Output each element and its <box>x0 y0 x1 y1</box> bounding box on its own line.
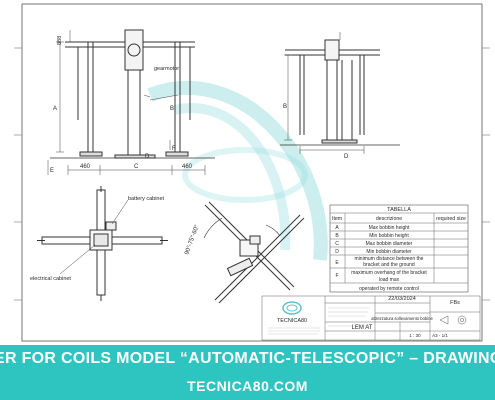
tabella-row-desc: Min bobbin diameter <box>366 249 412 255</box>
title-block-scale: 1 : 30 <box>409 333 421 338</box>
title-block-product: attrezzatura sollevamento bobine <box>371 316 433 321</box>
zone-ticks <box>14 47 490 301</box>
technical-drawing-sheet: gearmotor 888 A B C D E F 460 460 B D <box>0 0 495 345</box>
tabella-row-item: F <box>335 273 338 279</box>
title-block-date: 22/03/2024 <box>388 296 416 302</box>
title-block-lines <box>268 307 370 335</box>
sheet-border <box>21 3 483 342</box>
tabella-row-desc: load max <box>379 277 400 283</box>
angle-label: 90°-75°-60° <box>184 224 201 256</box>
watermark-logo <box>147 80 328 261</box>
tabella-row-desc: Max bobbin diameter <box>366 241 413 247</box>
caption-title: ER FOR COILS MODEL “AUTOMATIC-TELESCOPIC… <box>0 350 495 367</box>
caption-site[interactable]: TECNICA80.COM <box>187 378 308 394</box>
tabella-row-desc: minimum distance between the <box>355 256 424 262</box>
dim-F-label: F <box>172 146 176 152</box>
gearmotor-block <box>124 29 144 71</box>
tabella-row-desc: bracket and the ground <box>363 262 415 268</box>
dim-C-label: C <box>134 164 139 170</box>
dim-E-label: E <box>50 168 54 174</box>
tabella-row-item: B <box>335 233 339 239</box>
tabella-row-item: C <box>335 241 339 247</box>
side-view <box>280 39 400 146</box>
side-view-dimensions <box>284 32 365 154</box>
rotated-view <box>203 201 305 304</box>
tabella-title: TABELLA <box>387 207 411 213</box>
dim-460-right-label: 460 <box>182 164 193 170</box>
projection-symbol-icon <box>439 315 467 325</box>
top-view <box>37 186 168 301</box>
dim-460-left-label: 460 <box>80 164 91 170</box>
tabella-row-desc: operated by remote control <box>359 286 419 292</box>
tabella-row-item: E <box>335 260 339 266</box>
dim-A-label: A <box>53 106 57 112</box>
tabella-row-desc: maximum overhang of the bracket <box>351 270 427 276</box>
gearmotor-label: gearmotor <box>154 66 179 72</box>
title-block-model: LEM AT <box>352 325 373 331</box>
battery-cabinet-label: battery cabinet <box>128 196 165 202</box>
tecnica80-logo-icon <box>282 301 302 315</box>
dim-B-label: B <box>170 106 174 112</box>
electrical-cabinet-label: electrical cabinet <box>30 276 71 282</box>
title-block-code: FBs <box>450 300 460 306</box>
technical-drawing: gearmotor 888 A B C D E F 460 460 B D <box>14 3 490 342</box>
side-dim-D-label: D <box>344 154 349 160</box>
top-view-leaders <box>59 199 129 275</box>
side-dim-B-label: B <box>283 104 287 110</box>
front-view-dimensions <box>47 30 206 175</box>
tabella-header-item: Item <box>332 216 342 222</box>
tabella-row-item: D <box>335 249 339 255</box>
tabella-header-desc: descrizione <box>376 216 402 222</box>
tabella-row-desc: Min bobbin height <box>369 233 409 239</box>
tabella-table <box>329 204 469 293</box>
title-block-brand: TECNICA80 <box>277 318 307 324</box>
dim-888-label: 888 <box>57 36 63 45</box>
dim-D-label: D <box>145 154 150 160</box>
title-block-sheet: A3 - 1/1 <box>432 333 448 338</box>
tabella-header-req: required size <box>436 216 466 222</box>
tabella-row-desc: Max bobbin height <box>369 225 410 231</box>
front-view <box>50 29 215 159</box>
tabella-row-item: A <box>335 225 339 231</box>
